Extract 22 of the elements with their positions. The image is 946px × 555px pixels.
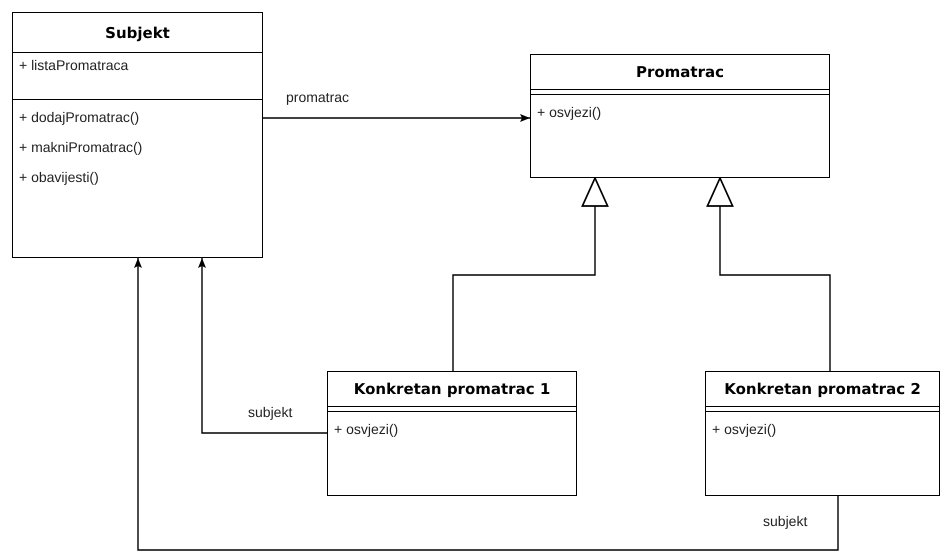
method-text: + makniPromatrac() bbox=[19, 139, 142, 156]
class-box bbox=[12, 12, 263, 258]
arrow bbox=[263, 114, 530, 122]
arrow bbox=[134, 258, 839, 551]
attribute-text: + listaPromatraca bbox=[19, 57, 128, 74]
edge-label: subjekt bbox=[247, 404, 294, 420]
method-text: + obavijesti() bbox=[19, 169, 99, 186]
class-name: Konkretan promatrac 2 bbox=[724, 380, 921, 398]
arrow bbox=[198, 258, 327, 434]
class-box bbox=[705, 371, 940, 496]
method-text: + osvjezi() bbox=[334, 421, 398, 438]
method-text: + osvjezi() bbox=[712, 421, 776, 438]
method-text: + osvjezi() bbox=[537, 104, 602, 121]
class-name: Promatrac bbox=[636, 63, 724, 81]
arrow bbox=[706, 177, 831, 371]
class-box bbox=[530, 54, 830, 178]
arrow bbox=[452, 177, 608, 371]
method-text: + dodajPromatrac() bbox=[19, 109, 140, 126]
class-box bbox=[327, 371, 577, 496]
edge-label: subjekt bbox=[762, 513, 808, 529]
class-name: Subjekt bbox=[105, 24, 170, 42]
class-name: Konkretan promatrac 1 bbox=[354, 380, 550, 398]
